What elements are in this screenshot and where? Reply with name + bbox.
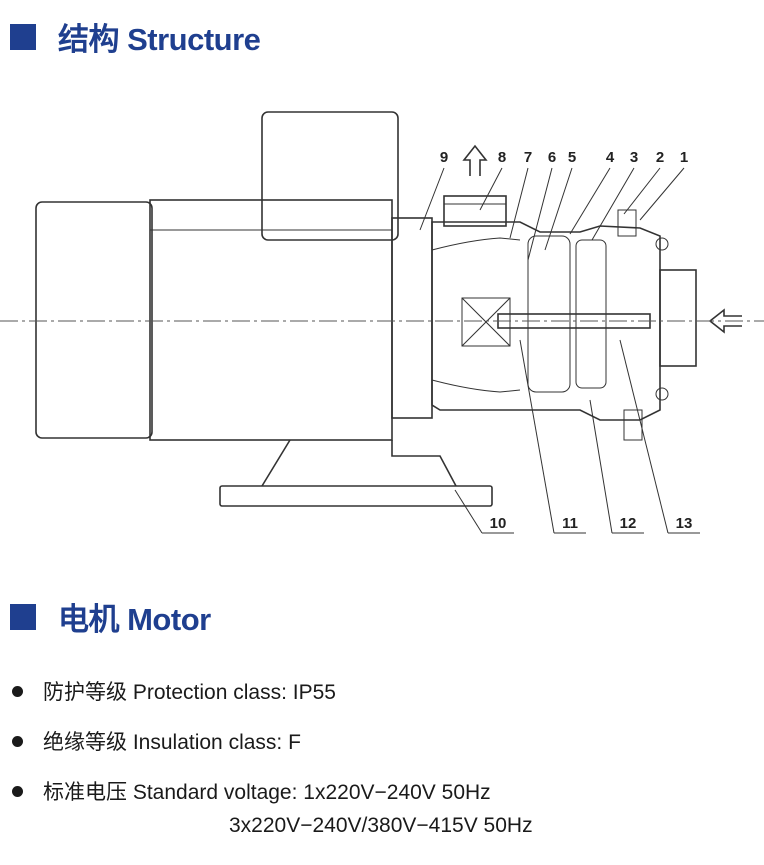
pump-base	[219, 485, 493, 507]
motor-spec-list: 防护等级 Protection class: IP55 绝缘等级 Insulat…	[12, 666, 491, 816]
leader-line	[527, 167, 553, 261]
leader-line	[619, 339, 669, 534]
terminal-box	[261, 111, 399, 241]
structure-heading: 结构 Structure	[10, 14, 261, 59]
structure-title: 结构 Structure	[58, 22, 261, 57]
bullet-icon	[12, 735, 23, 747]
leader-line	[589, 399, 613, 534]
motor-title: 电机 Motor	[58, 602, 211, 637]
leader-line	[569, 167, 611, 235]
spec-text: 防护等级 Protection class: IP55	[43, 681, 336, 704]
inlet-nozzle	[659, 269, 697, 367]
leader-line	[509, 167, 529, 239]
motor-rear-cap	[35, 201, 153, 439]
leader-line	[591, 167, 635, 241]
bolt-bottom	[623, 409, 643, 441]
part-number-label: 13	[676, 515, 693, 532]
leader-line	[623, 167, 661, 215]
square-bullet-icon	[10, 603, 36, 630]
spec-text: 标准电压 Standard voltage: 1x220V−240V 50Hz	[43, 781, 491, 804]
spec-protection-class: 防护等级 Protection class: IP55	[12, 666, 491, 716]
motor-flange	[391, 217, 433, 419]
part-number-label: 3	[630, 149, 638, 166]
leader-line	[639, 167, 685, 221]
bullet-icon	[12, 785, 23, 797]
part-number-label: 10	[490, 515, 507, 532]
bullet-icon	[12, 685, 23, 697]
spec-text: 绝缘等级 Insulation class: F	[43, 731, 301, 754]
part-number-label: 4	[606, 149, 615, 166]
spec-insulation-class: 绝缘等级 Insulation class: F	[12, 716, 491, 766]
leader-line	[544, 167, 573, 251]
part-number-label: 5	[568, 149, 576, 166]
pump-base-support	[261, 439, 457, 487]
bolt-top	[617, 209, 637, 237]
part-number-label: 2	[656, 149, 664, 166]
outlet-nozzle	[443, 195, 507, 227]
part-number-label: 1	[680, 149, 688, 166]
leader-line	[479, 167, 503, 211]
part-number-label: 9	[440, 149, 448, 166]
spec-standard-voltage: 标准电压 Standard voltage: 1x220V−240V 50Hz	[12, 766, 491, 816]
leader-line	[419, 167, 445, 231]
spec-voltage-line2: 3x220V−240V/380V−415V 50Hz	[229, 814, 533, 837]
part-number-label: 7	[524, 149, 532, 166]
outlet-arrow-icon	[462, 144, 488, 176]
leader-line	[454, 489, 483, 534]
part-numbers-bottom: 10 11 12 13	[454, 339, 700, 534]
bearing	[461, 297, 511, 347]
motor-heading: 电机 Motor	[10, 594, 211, 639]
part-number-label: 8	[498, 149, 506, 166]
part-number-label: 12	[620, 515, 637, 532]
leader-line	[519, 339, 555, 534]
motor-body	[149, 199, 393, 441]
square-bullet-icon	[10, 23, 36, 50]
part-number-label: 6	[548, 149, 556, 166]
part-number-label: 11	[562, 515, 578, 532]
